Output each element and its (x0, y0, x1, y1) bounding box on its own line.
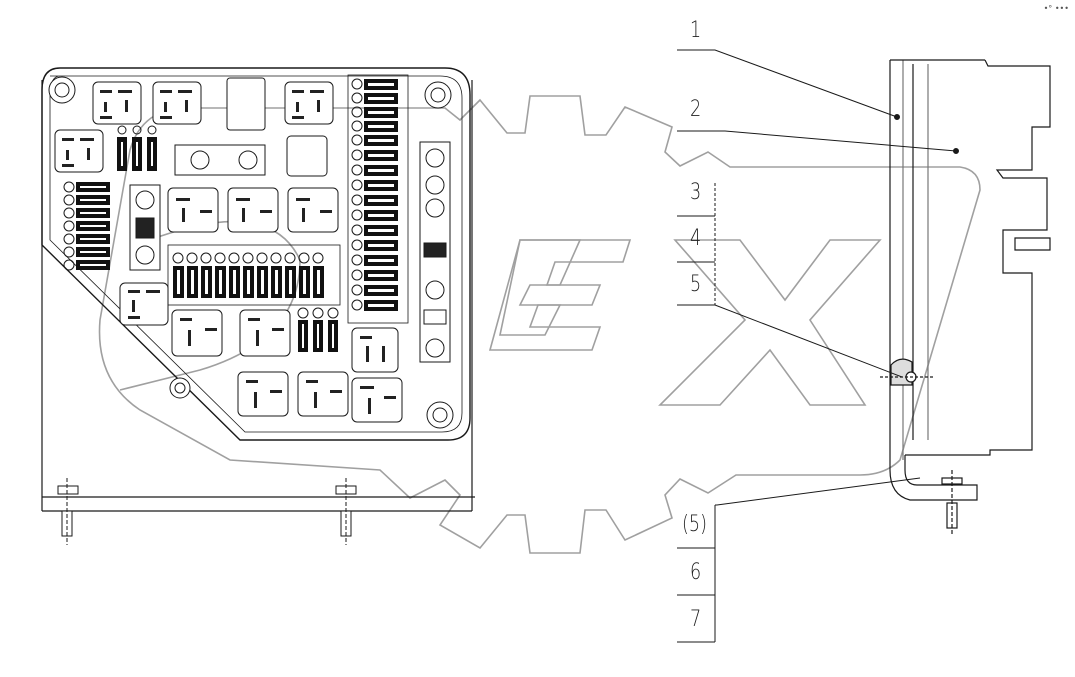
mounting-stud-right (335, 478, 357, 545)
callout-3: 3 (690, 180, 702, 205)
fuse-column-right (347, 74, 409, 324)
fuse-group-lower (297, 307, 339, 352)
terminal-strip (419, 141, 451, 363)
fuse-row-middle (167, 244, 341, 306)
leader-lines (677, 49, 959, 643)
fuse-group-top (117, 125, 157, 171)
mounting-stud-left (57, 478, 79, 545)
callout-7: 7 (690, 607, 702, 632)
base-plate (41, 80, 475, 512)
callout-5: 5 (690, 272, 702, 297)
callout-4: 4 (690, 226, 702, 251)
callout-5-paren: (5) (682, 512, 707, 537)
side-view (880, 59, 1051, 535)
corner-screws (48, 76, 454, 429)
relay-terminals (62, 90, 396, 414)
fuse-column-left (63, 181, 110, 271)
callout-6: 6 (690, 560, 702, 585)
callout-1: 1 (690, 18, 702, 43)
mid-terminals (129, 144, 266, 271)
callout-2: 2 (690, 97, 702, 122)
corner-mark: •° ••• (1043, 4, 1069, 13)
